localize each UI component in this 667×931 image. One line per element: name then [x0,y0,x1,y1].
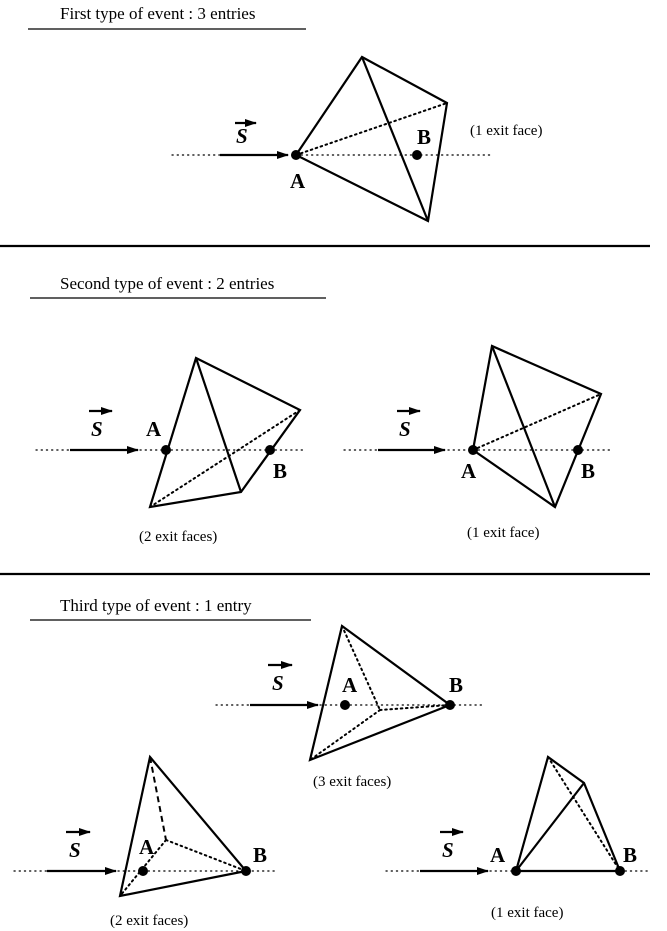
point-b [241,866,251,876]
point-a [468,445,478,455]
exit-face-caption: (1 exit face) [467,525,539,541]
point-b [573,445,583,455]
section-second-type: Second type of event : 2 entries S A B (… [30,274,613,545]
vector-s-label: S [399,417,411,441]
point-a-label: A [342,673,358,697]
tetrahedron-hidden-edge [472,393,602,451]
point-a [511,866,521,876]
diagram-3-two-exit-faces: S A B (2 exit faces) [13,754,277,929]
section-1-heading: First type of event : 3 entries [60,4,255,23]
point-a-label: A [146,417,162,441]
tetrahedron-outline [471,344,603,509]
point-b-label: B [417,125,431,149]
point-b [615,866,625,876]
diagram-2-one-exit-face: S A B (1 exit face) [343,344,613,541]
diagram-3-three-exit-faces: S A B (3 exit faces) [215,624,486,790]
exit-face-caption: (1 exit face) [491,905,563,921]
tetrahedron-outline [308,624,453,762]
exit-face-caption: (1 exit face) [470,123,542,139]
exit-face-caption: (2 exit faces) [139,529,217,545]
point-b-label: B [449,673,463,697]
tetrahedron-hidden-edge [295,102,448,156]
section-first-type: First type of event : 3 entries S A B (1… [28,4,542,223]
section-third-type: Third type of event : 1 entry S A B (3 e… [13,596,651,929]
point-b-label: B [253,843,267,867]
tetrahedron-edge [360,56,430,222]
point-a-label: A [461,459,477,483]
exit-face-caption: (2 exit faces) [110,913,188,929]
vector-s-label: S [272,671,284,695]
tetrahedron-edge [194,357,243,493]
section-3-heading: Third type of event : 1 entry [60,596,252,615]
tetrahedron-outline [148,356,302,509]
tetrahedron-edge [490,345,557,508]
diagram-2-two-exit-faces: S A B (2 exit faces) [35,356,304,545]
point-b [412,150,422,160]
point-b-label: B [273,459,287,483]
vector-s-label: S [69,838,81,862]
tetrahedron-hidden-edge [149,409,301,508]
tetrahedron-hidden-edge [547,756,621,872]
tetrahedron-hidden-edge [341,625,381,711]
point-a [340,700,350,710]
point-a-label: A [139,835,155,859]
point-a-label: A [490,843,506,867]
vector-s-label: S [442,838,454,862]
tetrahedron-hidden-edge [165,839,247,872]
tetrahedron-hidden-edge [309,709,381,761]
exit-face-caption: (3 exit faces) [313,774,391,790]
point-b [265,445,275,455]
tetrahedron-outline [514,755,622,873]
point-b-label: B [623,843,637,867]
section-2-heading: Second type of event : 2 entries [60,274,274,293]
point-b [445,700,455,710]
tetrahedron-hidden-edge [379,704,451,711]
point-a [291,150,301,160]
point-a [138,866,148,876]
tetrahedron-outline [118,754,249,898]
diagram-1-three-entries: S A B (1 exit face) [171,55,542,223]
point-a-label: A [290,169,306,193]
tetrahedron-outline [294,55,449,223]
point-a [161,445,171,455]
diagram-3-one-exit-face: S A B (1 exit face) [385,755,651,921]
point-b-label: B [581,459,595,483]
tetrahedron-hidden-edge [149,756,167,841]
vector-s-label: S [236,124,248,148]
vector-s-label: S [91,417,103,441]
